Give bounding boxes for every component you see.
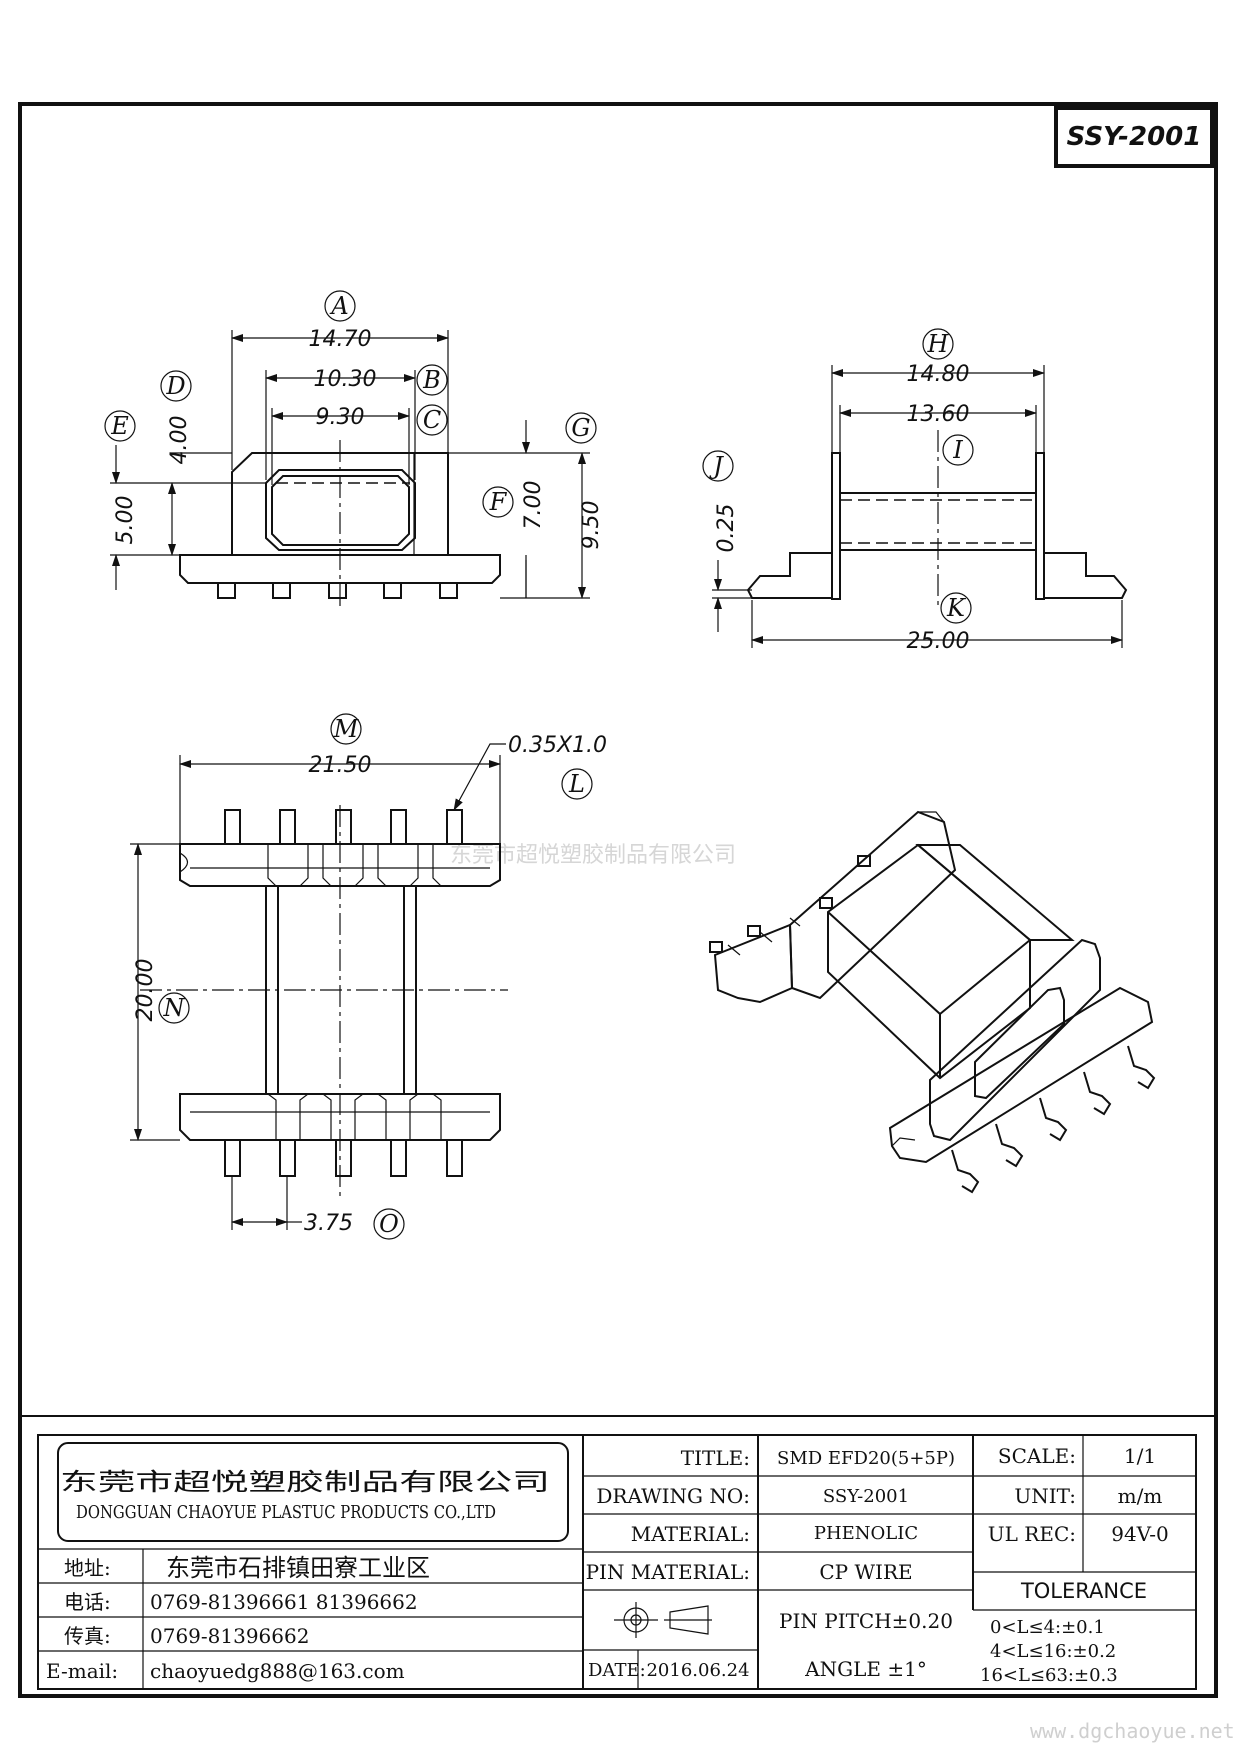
dim-o-value: 3.75 — [304, 1211, 353, 1236]
tolerance-range-1: 0<L≤4:±0.1 — [990, 1617, 1105, 1638]
phone-value: 0769-81396661 81396662 — [150, 1590, 418, 1614]
angle-value: ANGLE ±1° — [804, 1657, 927, 1681]
dim-d-value: 4.00 — [167, 416, 192, 465]
bottom-view: 21.50 0.35X1.0 20.00 3.75 M L N O — [130, 713, 607, 1240]
balloon-e: E — [104, 410, 136, 442]
company-name-en: DONGGUAN CHAOYUE PLASTUC PRODUCTS CO.,LT… — [76, 1502, 496, 1523]
pin-pitch-value: PIN PITCH±0.20 — [779, 1609, 953, 1633]
svg-text:J: J — [708, 452, 724, 480]
dim-a-value: 14.70 — [309, 327, 372, 352]
address-value: 东莞市石排镇田寮工业区 — [166, 1554, 430, 1582]
sheet-border — [18, 102, 1218, 1698]
svg-text:A: A — [329, 292, 348, 320]
dim-b-value: 10.30 — [314, 367, 377, 392]
fax-label: 传真: — [64, 1624, 111, 1648]
svg-text:H: H — [927, 330, 950, 358]
balloon-m: M — [330, 713, 362, 745]
dim-i-value: 13.60 — [907, 402, 970, 427]
balloon-k: K — [940, 592, 972, 624]
balloon-b: B — [416, 364, 448, 396]
svg-text:L: L — [568, 770, 585, 798]
balloon-h: H — [922, 328, 954, 360]
drawing-no-value: SSY-2001 — [823, 1486, 909, 1507]
svg-text:F: F — [489, 488, 508, 516]
unit-label: UNIT: — [1014, 1484, 1076, 1508]
dim-chamfer-value: 0.35X1.0 — [508, 733, 607, 758]
scale-label: SCALE: — [998, 1444, 1076, 1468]
dim-j-value: 0.25 — [714, 504, 739, 553]
drawing-code-box: SSY-2001 — [1054, 106, 1214, 168]
svg-text:B: B — [422, 366, 441, 394]
svg-text:N: N — [163, 994, 186, 1022]
svg-text:K: K — [946, 594, 967, 622]
email-value: chaoyuedg888@163.com — [150, 1659, 405, 1683]
drawing-code: SSY-2001 — [1067, 122, 1202, 152]
balloon-a: A — [324, 290, 356, 322]
balloon-f: F — [482, 486, 514, 518]
side-view: 14.80 13.60 25.00 0.25 H I J K — [702, 328, 1128, 654]
watermark-text: 东莞市超悦塑胶制品有限公司 — [450, 843, 736, 868]
title-label: TITLE: — [681, 1446, 750, 1470]
svg-text:M: M — [333, 715, 360, 743]
balloon-d: D — [160, 370, 192, 402]
svg-text:D: D — [165, 372, 185, 400]
isometric-view — [709, 810, 1156, 1194]
balloon-g: G — [565, 412, 597, 444]
balloon-n: N — [158, 992, 190, 1024]
svg-text:O: O — [379, 1210, 399, 1238]
phone-label: 电话: — [64, 1590, 111, 1614]
dim-n-value: 20.00 — [133, 959, 158, 1022]
address-label: 地址: — [64, 1556, 111, 1580]
dim-e-value: 5.00 — [113, 496, 138, 545]
title-value: SMD EFD20(5+5P) — [777, 1448, 955, 1469]
dim-h-value: 14.80 — [907, 362, 970, 387]
dim-g-value: 9.50 — [579, 501, 604, 550]
dim-c-value: 9.30 — [316, 405, 365, 430]
material-value: PHENOLIC — [814, 1523, 918, 1544]
date-label: DATE: — [588, 1660, 646, 1681]
fax-value: 0769-81396662 — [150, 1624, 309, 1648]
dim-m-value: 21.50 — [309, 753, 372, 778]
company-name-cn: 东莞市超悦塑胶制品有限公司 — [60, 1468, 550, 1496]
svg-text:C: C — [423, 406, 441, 434]
ul-label: UL REC: — [988, 1522, 1076, 1546]
balloon-c: C — [416, 404, 448, 436]
balloon-l: L — [561, 768, 593, 800]
balloon-i: I — [942, 434, 974, 466]
dim-f-value: 7.00 — [521, 481, 546, 530]
balloon-o: O — [373, 1208, 405, 1240]
title-block: 东莞市超悦塑胶制品有限公司 DONGGUAN CHAOYUE PLASTUC P… — [37, 1434, 1197, 1690]
tolerance-range-3: 16<L≤63:±0.3 — [980, 1665, 1118, 1686]
pin-material-label: PIN MATERIAL: — [586, 1560, 750, 1584]
drawing-no-label: DRAWING NO: — [596, 1484, 750, 1508]
projection-symbol-icon — [614, 1602, 712, 1638]
ul-value: 94V-0 — [1111, 1522, 1169, 1546]
front-view: 14.70 10.30 9.30 4.00 5.00 7.00 9.50 A B… — [104, 290, 604, 610]
svg-text:E: E — [110, 412, 129, 440]
date-value: 2016.06.24 — [646, 1660, 749, 1681]
balloon-j: J — [702, 450, 734, 482]
tolerance-range-2: 4<L≤16:±0.2 — [990, 1641, 1116, 1662]
tolerance-label: TOLERANCE — [1020, 1579, 1147, 1603]
pin-material-value: CP WIRE — [819, 1560, 912, 1584]
email-label: E-mail: — [46, 1659, 118, 1683]
svg-text:G: G — [571, 414, 590, 442]
website-url: www.dgchaoyue.net — [1030, 1719, 1235, 1743]
svg-text:I: I — [952, 436, 963, 464]
unit-value: m/m — [1118, 1484, 1163, 1508]
material-label: MATERIAL: — [631, 1522, 750, 1546]
scale-value: 1/1 — [1124, 1444, 1156, 1468]
dim-k-value: 25.00 — [907, 629, 970, 654]
